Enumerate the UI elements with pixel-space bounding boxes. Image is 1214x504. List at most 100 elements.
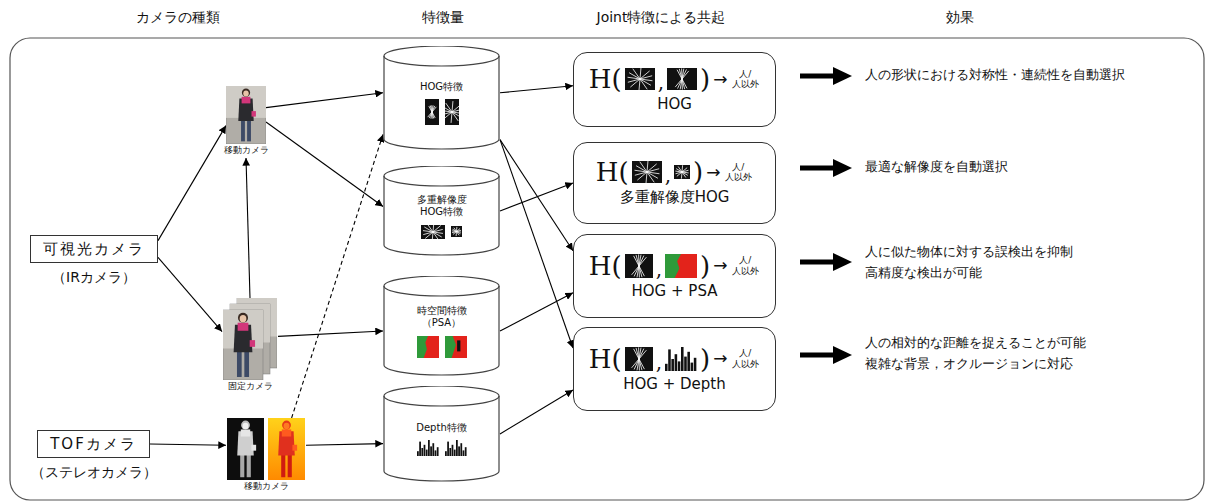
feature-icon [445,336,467,358]
photo-ground [223,310,263,380]
icon-stroke [427,107,436,117]
histogram-bar [458,447,460,457]
effect-arrow-shaft [800,260,836,265]
feature-cylinder: Depth特徴 [383,386,500,482]
person-hair [238,313,248,323]
feature-name: HOG + Depth [623,375,726,393]
formula-symbol: , [665,165,671,185]
connector-arrow [266,122,383,207]
connector-arrow [246,158,250,298]
person-face [240,315,247,322]
cylinder-content: HOG特徴 [383,68,500,138]
formula-symbol: ) [700,346,710,372]
feature-name: HOG [657,95,692,113]
person-leg [237,349,242,377]
connector-arrow [292,134,383,418]
feature-icon [451,226,462,237]
photo-ground [226,86,266,144]
feature-icon [421,225,445,239]
person-bag [250,340,255,347]
icon-stroke [631,257,646,275]
formula-symbol: ) [700,66,710,92]
depth-gray-frame [227,418,264,480]
image-caption: 固定カメラ [228,381,273,392]
depth-color-frame [268,418,305,480]
column-heading: Joint特徴による共起 [597,8,726,27]
histogram-bar [665,363,668,370]
histogram-bar [462,451,464,457]
cylinder-rim [384,176,499,186]
icon-region [445,336,456,358]
histogram-bar [428,440,430,456]
camera-name: 可視光カメラ [43,240,145,259]
connector-arrow [158,257,222,331]
connector-arrow [500,293,573,331]
icon-row [417,440,467,456]
icon-row [425,99,459,125]
person-bag [251,445,256,451]
feature-icon [445,99,459,125]
connector-arrow [500,140,573,348]
histogram-bar [675,354,678,371]
histogram-bar [449,448,451,456]
cylinder-body [384,46,499,149]
histogram-bar [417,451,419,456]
connector-arrow [500,86,573,93]
icon-region [457,340,460,351]
camera-box: TOFカメラ（ステレオカメラ） [37,430,150,458]
histogram-bar [464,447,466,456]
feature-icon [667,68,697,90]
histogram-bar [451,445,453,456]
formula-symbol: H( [589,346,622,372]
cylinder-rim [384,56,499,66]
histogram-bar [430,447,432,457]
icon-ground [632,161,662,183]
column-heading: 効果 [946,8,974,27]
histogram-bar [681,347,684,371]
connector-arrow [150,444,226,445]
icon-ground [625,347,653,371]
joint-feature-box: H(,)→人/ 人以外多重解像度HOG [573,142,776,224]
formula-symbol: ) [700,253,710,279]
person-scarf [242,97,251,104]
camera-box: 可視光カメラ（IRカメラ） [30,235,158,263]
formula-row: H(,)→人/ 人以外 [596,159,753,185]
formula-symbol: , [656,352,662,372]
icon-stroke [675,71,689,87]
cylinder-rim [384,286,499,296]
formula-arrow: → [713,257,727,274]
person-bag [252,111,256,117]
class-output: 人/ 人以外 [730,255,760,276]
connector-group [150,86,573,446]
connector-arrow [278,331,383,336]
connector-arrow [266,93,383,108]
feature-icon [674,165,690,179]
connector-arrow [500,183,573,211]
histogram-bar [678,361,681,371]
icon-ground [625,68,655,90]
icon-ground [674,165,690,179]
photo [223,298,277,380]
camera-image: 移動カメラ [226,86,266,158]
histogram-bar [445,451,447,456]
person-hair [282,421,291,430]
icon-stroke [445,109,459,115]
formula-symbol: H( [589,253,622,279]
feature-icon [625,347,653,371]
effect-note: 最適な解像度を自動選択 [865,158,1008,176]
feature-icon [665,347,697,371]
histogram-bar [668,349,671,371]
effect-arrow-shaft [800,74,836,79]
histogram-bar [687,351,690,370]
icon-ground [667,68,697,90]
feature-icon [425,99,439,125]
feature-cylinder: 時空間特徴 （PSA） [383,276,500,376]
camera-name: TOFカメラ [50,435,137,454]
histogram-bar [432,443,434,456]
feature-name: HOG特徴 [420,81,463,94]
camera-image: 移動カメラ [226,418,306,496]
effect-arrow-shaft [800,353,836,358]
icon-ground [445,336,467,358]
person-face [243,90,249,96]
person-bag [292,445,297,451]
